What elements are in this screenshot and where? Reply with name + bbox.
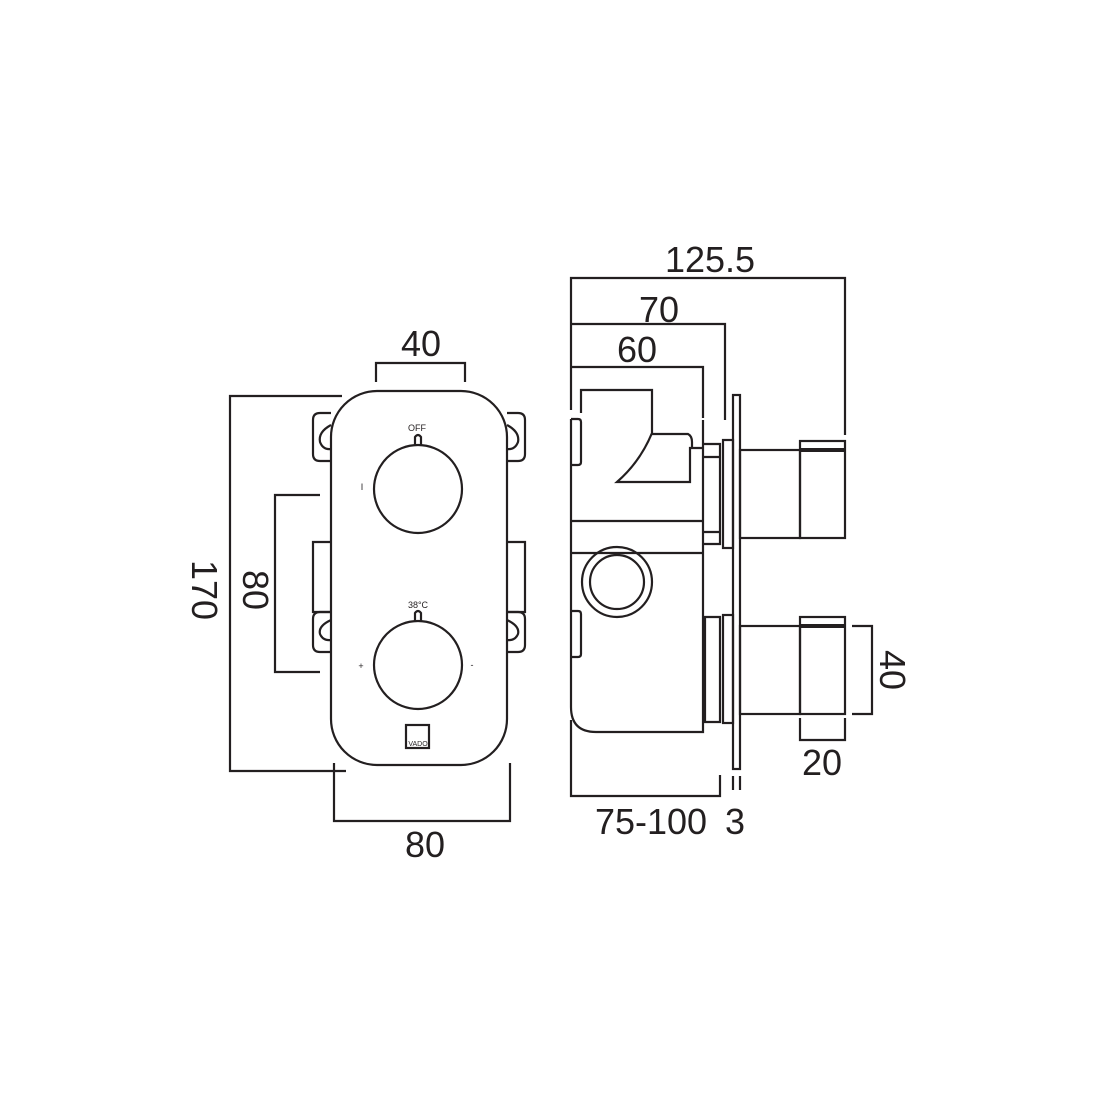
knob-cap-top[interactable] — [798, 439, 847, 540]
knob-cap-bottom[interactable] — [798, 615, 847, 716]
dim-20: 20 — [802, 742, 842, 783]
knob-stem-top — [738, 448, 802, 540]
dim-40-top: 40 — [401, 323, 441, 364]
front-view: OFF I 38°C + - VADO 40 170 80 80 — [184, 323, 527, 865]
outlet-port — [588, 553, 646, 611]
dim-3: 3 — [725, 801, 745, 842]
dim-125-5: 125.5 — [665, 239, 755, 280]
outlet-ring — [580, 545, 654, 619]
dim-70: 70 — [639, 289, 679, 330]
off-label: OFF — [408, 423, 426, 433]
front-dimensions: 40 170 80 80 — [184, 323, 512, 865]
dim-170: 170 — [184, 560, 225, 620]
knob-notch — [413, 609, 423, 621]
wall-plate — [731, 393, 742, 771]
temperature-knob[interactable] — [372, 619, 464, 711]
dim-80-vertical: 80 — [235, 570, 276, 610]
dim-80-bottom: 80 — [405, 824, 445, 865]
knob-notch — [413, 433, 423, 445]
side-dimensions: 125.5 70 60 75-100 3 40 20 — [569, 239, 913, 842]
knob-stem-bottom — [738, 624, 802, 716]
dim-75-100: 75-100 — [595, 801, 707, 842]
temperature-label: 38°C — [408, 600, 429, 610]
on-mark: I — [361, 482, 364, 492]
vado-logo — [404, 723, 431, 750]
hotter-mark: + — [358, 661, 363, 671]
cooler-mark: - — [471, 660, 474, 670]
side-view: 125.5 70 60 75-100 3 40 20 — [569, 239, 913, 842]
dim-60: 60 — [617, 329, 657, 370]
mounting-brackets — [311, 411, 527, 654]
dim-40-knob: 40 — [872, 650, 913, 690]
flow-control-knob[interactable] — [372, 443, 464, 535]
valve-body — [569, 419, 705, 734]
vado-logo-text: VADO — [408, 741, 428, 748]
